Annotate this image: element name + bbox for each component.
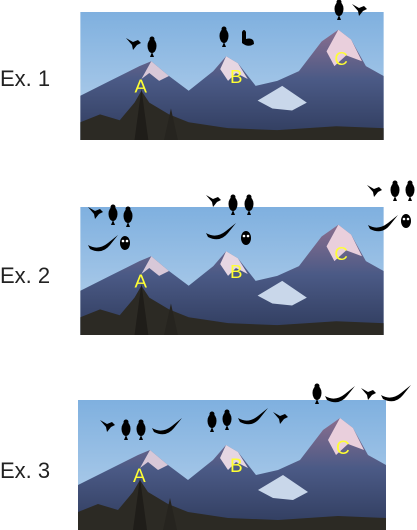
mountain-scene: A B C <box>78 400 386 530</box>
swallow-icon <box>367 185 382 197</box>
peak-label-b: B <box>230 456 243 477</box>
peak-label-c: C <box>336 438 350 459</box>
peak-label-a: A <box>135 271 148 292</box>
example-2: Ex. 2 A B C <box>0 175 417 345</box>
crow-icon <box>390 180 400 201</box>
owl-icon <box>401 214 411 228</box>
mountain-scene: A B C <box>78 12 386 140</box>
swallow-icon <box>361 388 376 400</box>
mountain-scene: A B C <box>78 207 386 335</box>
crow-icon <box>405 180 415 201</box>
magpie-icon <box>381 385 411 402</box>
mountain-landscape: A B C <box>80 207 384 335</box>
swallow-icon <box>206 195 221 207</box>
peak-label-b: B <box>230 261 242 282</box>
example-label: Ex. 2 <box>0 263 51 288</box>
peak-label-a: A <box>135 76 148 97</box>
peak-label-c: C <box>334 48 348 69</box>
example-1: Ex. 1 A B C <box>0 0 417 150</box>
example-label: Ex. 3 <box>0 458 51 483</box>
mountain-landscape: A B C <box>78 400 386 530</box>
peak-label-b: B <box>230 66 242 87</box>
peak-label-c: C <box>334 243 348 264</box>
example-3: Ex. 3 A B C <box>0 380 417 530</box>
peak-label-a: A <box>133 466 146 487</box>
example-label: Ex. 1 <box>0 66 51 91</box>
mountain-landscape: A B C <box>80 12 384 140</box>
